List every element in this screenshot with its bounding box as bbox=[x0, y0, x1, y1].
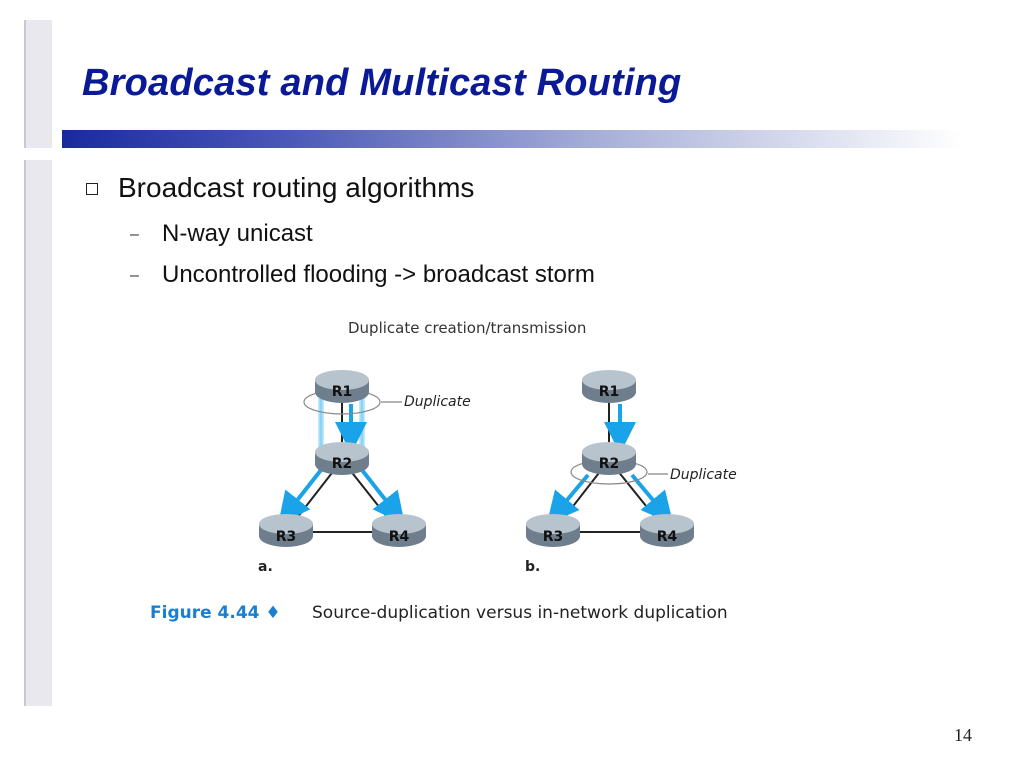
router-label-r4: R4 bbox=[657, 529, 678, 545]
router-icon: R3 bbox=[526, 514, 580, 547]
bullet-broadcast-algorithms: Broadcast routing algorithms bbox=[118, 172, 475, 203]
router-icon: R2 bbox=[315, 442, 369, 475]
duplicate-label: Duplicate bbox=[670, 467, 737, 483]
router-label-r2: R2 bbox=[332, 456, 353, 472]
bullet-square-icon bbox=[86, 183, 98, 195]
slide-title: Broadcast and Multicast Routing bbox=[82, 62, 682, 104]
figure-caption-text: Source-duplication versus in-network dup… bbox=[312, 603, 728, 623]
diagram-a: Duplicate R1 R2 R3 R4 a. bbox=[258, 370, 471, 575]
arrow-r2-r4 bbox=[360, 468, 405, 525]
router-icon: R4 bbox=[372, 514, 426, 547]
figure-caption-label: Figure 4.44 ♦ bbox=[150, 603, 281, 623]
duplicate-label: Duplicate bbox=[404, 394, 471, 410]
decorative-sidebar-bottom bbox=[24, 160, 52, 706]
sub-bullet-n-way-unicast: N-way unicast bbox=[162, 220, 313, 247]
diagram-b: Duplicate R1 R2 R3 R4 b. bbox=[525, 370, 737, 575]
router-label-r3: R3 bbox=[276, 529, 297, 545]
router-icon: R1 bbox=[582, 370, 636, 403]
sub-bullet-uncontrolled-flooding: Uncontrolled flooding -> broadcast storm bbox=[162, 261, 595, 288]
dash-icon: – bbox=[130, 267, 139, 284]
arrow-r2-r4 bbox=[630, 473, 674, 525]
router-label-r2: R2 bbox=[599, 456, 620, 472]
decorative-sidebar-top bbox=[24, 20, 52, 148]
diagram-b-label: b. bbox=[525, 559, 540, 575]
router-label-r3: R3 bbox=[543, 529, 564, 545]
figure-heading: Duplicate creation/transmission bbox=[348, 319, 586, 337]
router-label-r1: R1 bbox=[332, 384, 353, 400]
flow-glow bbox=[318, 398, 324, 470]
dash-icon: – bbox=[130, 226, 139, 243]
page-number: 14 bbox=[954, 725, 972, 745]
router-label-r4: R4 bbox=[389, 529, 410, 545]
router-icon: R2 bbox=[582, 442, 636, 475]
diagram-a-label: a. bbox=[258, 559, 273, 575]
router-label-r1: R1 bbox=[599, 384, 620, 400]
arrow-r2-r3 bbox=[278, 468, 323, 525]
router-icon: R1 bbox=[315, 370, 369, 403]
router-icon: R3 bbox=[259, 514, 313, 547]
router-icon: R4 bbox=[640, 514, 694, 547]
title-gradient-rule bbox=[62, 130, 962, 148]
